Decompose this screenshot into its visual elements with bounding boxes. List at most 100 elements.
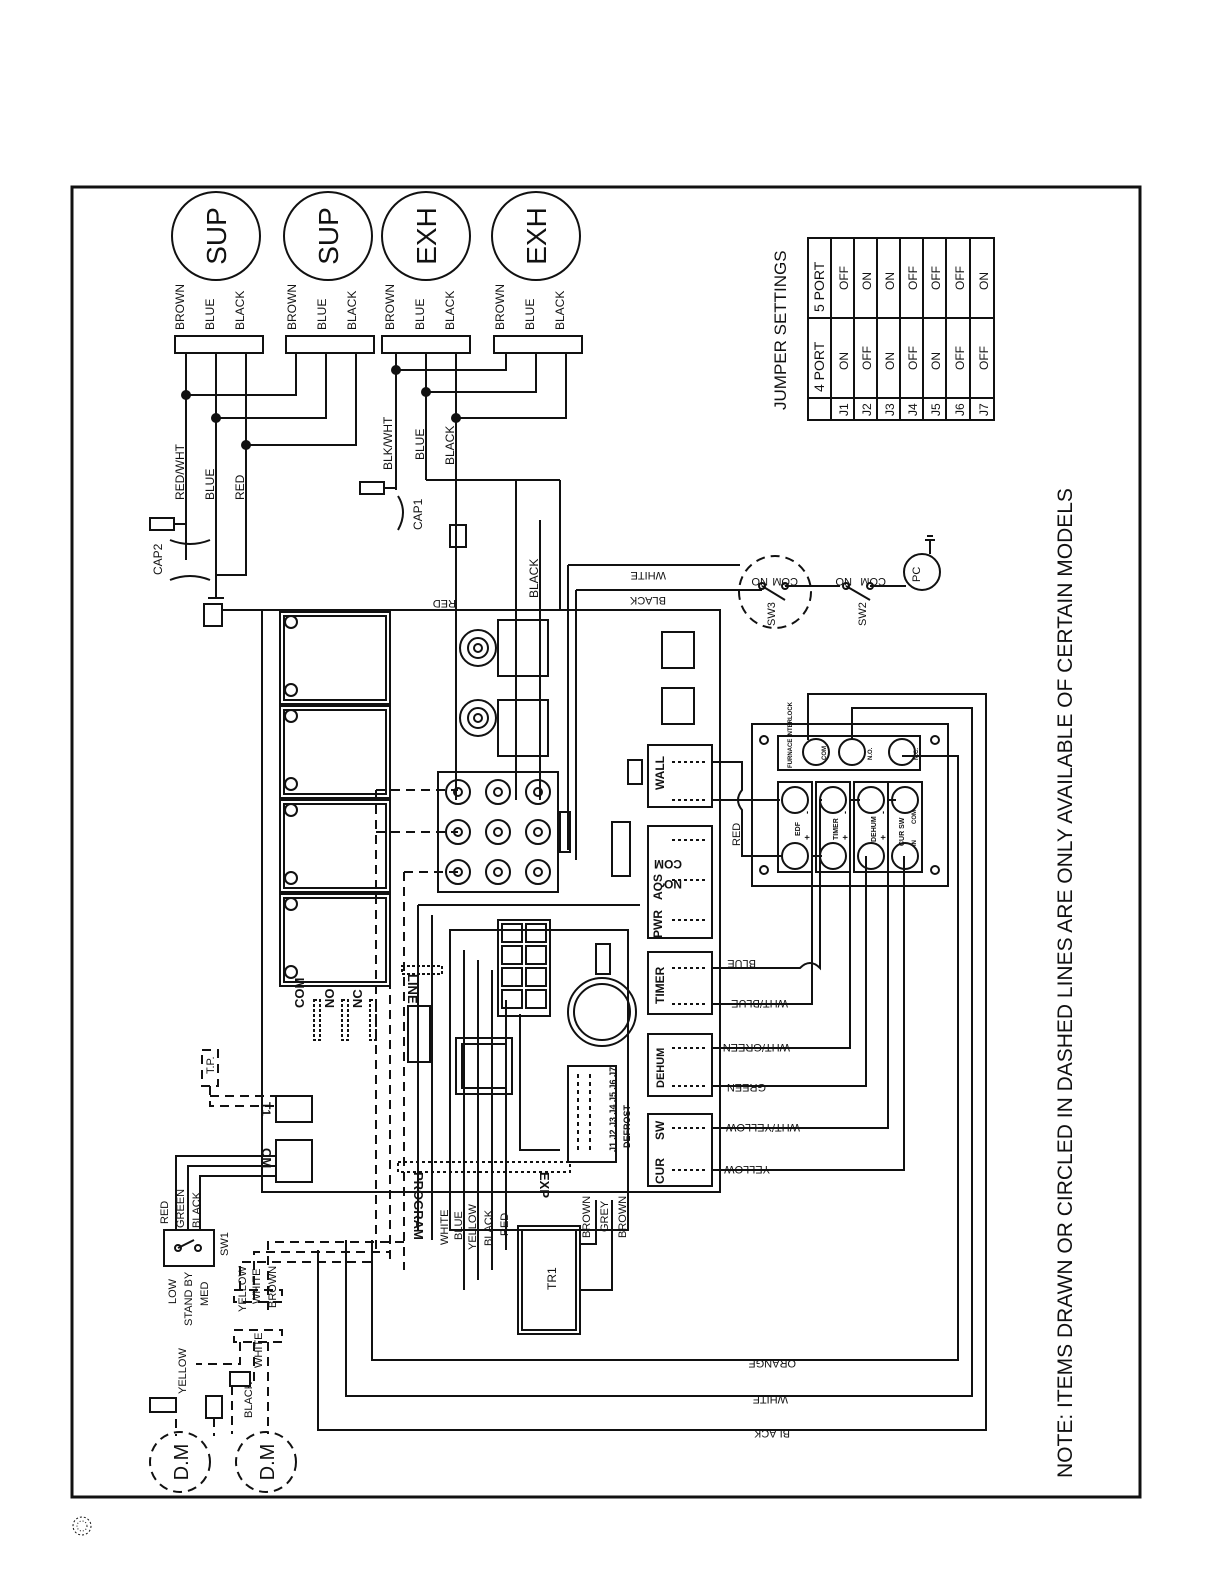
svg-text:RED/WHT: RED/WHT xyxy=(173,443,187,500)
svg-text:WHITE: WHITE xyxy=(631,569,666,581)
svg-text:NO: NO xyxy=(322,989,337,1009)
svg-text:CAP1: CAP1 xyxy=(411,498,425,530)
svg-text:BLK/WHT: BLK/WHT xyxy=(381,416,395,470)
svg-text:N.O.: N.O. xyxy=(868,747,874,760)
motor-plug xyxy=(174,335,264,354)
relay-1 xyxy=(279,611,391,705)
svg-text:NO: NO xyxy=(664,877,682,891)
svg-text:RED: RED xyxy=(433,597,456,609)
svg-text:WHT/YELLOW: WHT/YELLOW xyxy=(725,1121,800,1133)
svg-text:BROWN: BROWN xyxy=(285,284,299,330)
speed-switch-sw1: SW1 RED GREEN BLACK LOW STAND BY MED xyxy=(159,1155,276,1326)
svg-text:IN: IN xyxy=(912,840,918,846)
note-text: NOTE: ITEMS DRAWN OR CIRCLED IN DASHED L… xyxy=(1054,488,1077,1478)
svg-text:CUR: CUR xyxy=(653,1158,667,1184)
svg-text:-: - xyxy=(840,811,850,814)
svg-text:WHITE: WHITE xyxy=(439,1210,451,1245)
svg-text:BROWN: BROWN xyxy=(493,284,507,330)
svg-text:J3: J3 xyxy=(883,403,897,416)
transformer-tr1: TR1 WHITE BLUE YELLOW BLACK RED BROWN GR… xyxy=(439,1196,629,1335)
svg-text:ON: ON xyxy=(883,352,897,370)
svg-text:J5: J5 xyxy=(929,403,943,416)
svg-text:YELLOW: YELLOW xyxy=(724,1163,770,1175)
svg-text:DEHUM: DEHUM xyxy=(871,816,878,842)
supply-motor-wiring: RED/WHT BLUE RED CAP2 RED xyxy=(149,353,561,627)
relay-2 xyxy=(279,705,391,799)
svg-text:WHITE: WHITE xyxy=(753,1393,788,1405)
timer-connector: TIMER xyxy=(647,951,713,1015)
svg-text:TR1: TR1 xyxy=(545,1267,559,1290)
relay-4 xyxy=(279,893,391,987)
svg-text:TIMER: TIMER xyxy=(653,966,667,1004)
svg-text:DEFROST: DEFROST xyxy=(622,1104,632,1148)
svg-text:BLACK: BLACK xyxy=(191,1191,203,1228)
internal-wiring xyxy=(375,789,640,1290)
svg-text:COM: COM xyxy=(654,857,682,871)
svg-text:LOW: LOW xyxy=(167,1278,179,1304)
svg-text:J1 J2 J3 J4 J5 J6 J7: J1 J2 J3 J4 J5 J6 J7 xyxy=(608,1067,618,1152)
svg-text:CUR SW: CUR SW xyxy=(899,817,906,846)
svg-text:+: + xyxy=(802,835,812,840)
exhaust-motor-wiring: BLK/WHT BLUE BLACK CAP1 BLACK xyxy=(359,353,567,800)
svg-text:BLACK: BLACK xyxy=(553,291,567,330)
relay-3 xyxy=(279,799,391,893)
svg-text:RED: RED xyxy=(499,1213,511,1236)
svg-text:GREY: GREY xyxy=(599,1200,611,1232)
svg-text:NC: NC xyxy=(350,989,365,1008)
svg-text:RED: RED xyxy=(233,474,247,500)
svg-text:BROWN: BROWN xyxy=(581,1196,593,1238)
svg-text:ORANGE: ORANGE xyxy=(748,1357,796,1369)
motor-label: SUP xyxy=(313,207,344,265)
svg-text:BLUE: BLUE xyxy=(203,469,217,500)
svg-text:SW3: SW3 xyxy=(766,602,778,626)
svg-text:ON: ON xyxy=(929,352,943,370)
svg-text:OFF: OFF xyxy=(953,266,967,290)
svg-text:J1: J1 xyxy=(837,403,851,416)
motor-sup-1: SUP BROWN BLUE BLACK xyxy=(171,191,264,354)
svg-text:BROWN: BROWN xyxy=(383,284,397,330)
svg-text:PWR: PWR xyxy=(651,910,665,938)
motor-label: EXH xyxy=(521,207,552,265)
control-board: WALL AQS COM NO PWR TIMER DEHUM SW CUR xyxy=(259,609,721,1240)
motor-plug xyxy=(285,335,375,354)
corner-mark xyxy=(72,1516,92,1536)
svg-text:PC: PC xyxy=(911,567,923,582)
defrost-jumpers xyxy=(567,1065,617,1163)
svg-text:ON: ON xyxy=(883,272,897,290)
svg-text:BLUE: BLUE xyxy=(727,957,756,969)
svg-text:OFF: OFF xyxy=(860,346,874,370)
jumper-plug xyxy=(497,919,551,1017)
motor-exh-2: EXH BROWN BLUE BLACK xyxy=(491,191,583,354)
damper-motor-1: D.M xyxy=(149,1431,211,1493)
motor-label: EXH xyxy=(411,207,442,265)
svg-text:-: - xyxy=(802,811,812,814)
svg-text:BLACK: BLACK xyxy=(753,1427,790,1439)
svg-text:WHT/BLUE: WHT/BLUE xyxy=(731,997,788,1009)
svg-text:BLACK: BLACK xyxy=(443,291,457,330)
svg-text:BROWN: BROWN xyxy=(617,1196,629,1238)
power-input: WHITE BLACK NO COM SW3 NO COM SW2 PC xyxy=(567,535,941,860)
svg-text:CM: CM xyxy=(259,1148,274,1168)
svg-text:T.P.: T.P. xyxy=(205,1056,217,1074)
svg-text:BLACK: BLACK xyxy=(443,426,457,465)
svg-text:ON: ON xyxy=(977,272,991,290)
svg-text:+: + xyxy=(878,835,888,840)
svg-text:OFF: OFF xyxy=(977,346,991,370)
svg-text:COM: COM xyxy=(822,746,828,760)
svg-text:BLACK: BLACK xyxy=(527,559,541,598)
svg-text:BLUE: BLUE xyxy=(315,299,329,330)
svg-text:BROWN: BROWN xyxy=(267,1266,279,1308)
svg-text:OFF: OFF xyxy=(953,346,967,370)
svg-text:YELLOW: YELLOW xyxy=(177,1348,189,1394)
svg-text:RED: RED xyxy=(159,1201,171,1224)
svg-text:RED: RED xyxy=(731,823,743,846)
motor-plug xyxy=(381,335,471,354)
motor-label: SUP xyxy=(201,207,232,265)
svg-text:5 PORT: 5 PORT xyxy=(811,261,827,312)
loop-wires: ORANGE WHITE BLACK xyxy=(317,693,987,1439)
svg-text:J2: J2 xyxy=(860,403,874,416)
svg-text:COM: COM xyxy=(772,575,798,587)
svg-text:EDF: EDF xyxy=(795,821,802,836)
motor-exh-1: EXH BROWN BLUE BLACK xyxy=(381,191,471,354)
svg-text:+: + xyxy=(840,835,850,840)
